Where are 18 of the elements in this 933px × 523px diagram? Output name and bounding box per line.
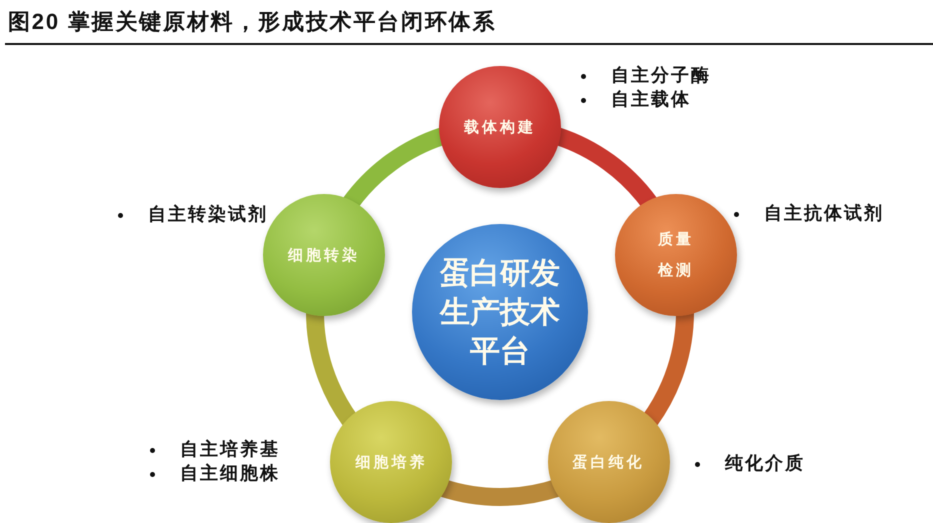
bullet-text: 自主抗体试剂 [764, 202, 884, 226]
step-label: 载体构建 [464, 117, 536, 138]
hub-label: 蛋白研发生产技术平台 [438, 254, 561, 370]
bullet-text: 自主培养基 [180, 438, 280, 462]
bullet-text: 自主载体 [611, 88, 691, 112]
step-label: 蛋白纯化 [572, 452, 645, 473]
connector-arc [440, 479, 560, 506]
step-label: 细胞转染 [288, 244, 360, 266]
connector-arc [306, 311, 358, 426]
connector-arc [642, 311, 694, 426]
step-label: 质量检测 [656, 228, 695, 281]
bullet-text: 自主细胞株 [180, 462, 280, 486]
step-circle [330, 400, 452, 523]
figure-title: 图20 掌握关键原材料，形成技术平台闭环体系 [8, 8, 496, 36]
bullet-text: 自主转染试剂 [148, 203, 268, 227]
bullet-text: 纯化介质 [725, 452, 805, 476]
step-label: 细胞培养 [355, 452, 428, 473]
bullet-text: 自主分子酶 [611, 64, 711, 88]
